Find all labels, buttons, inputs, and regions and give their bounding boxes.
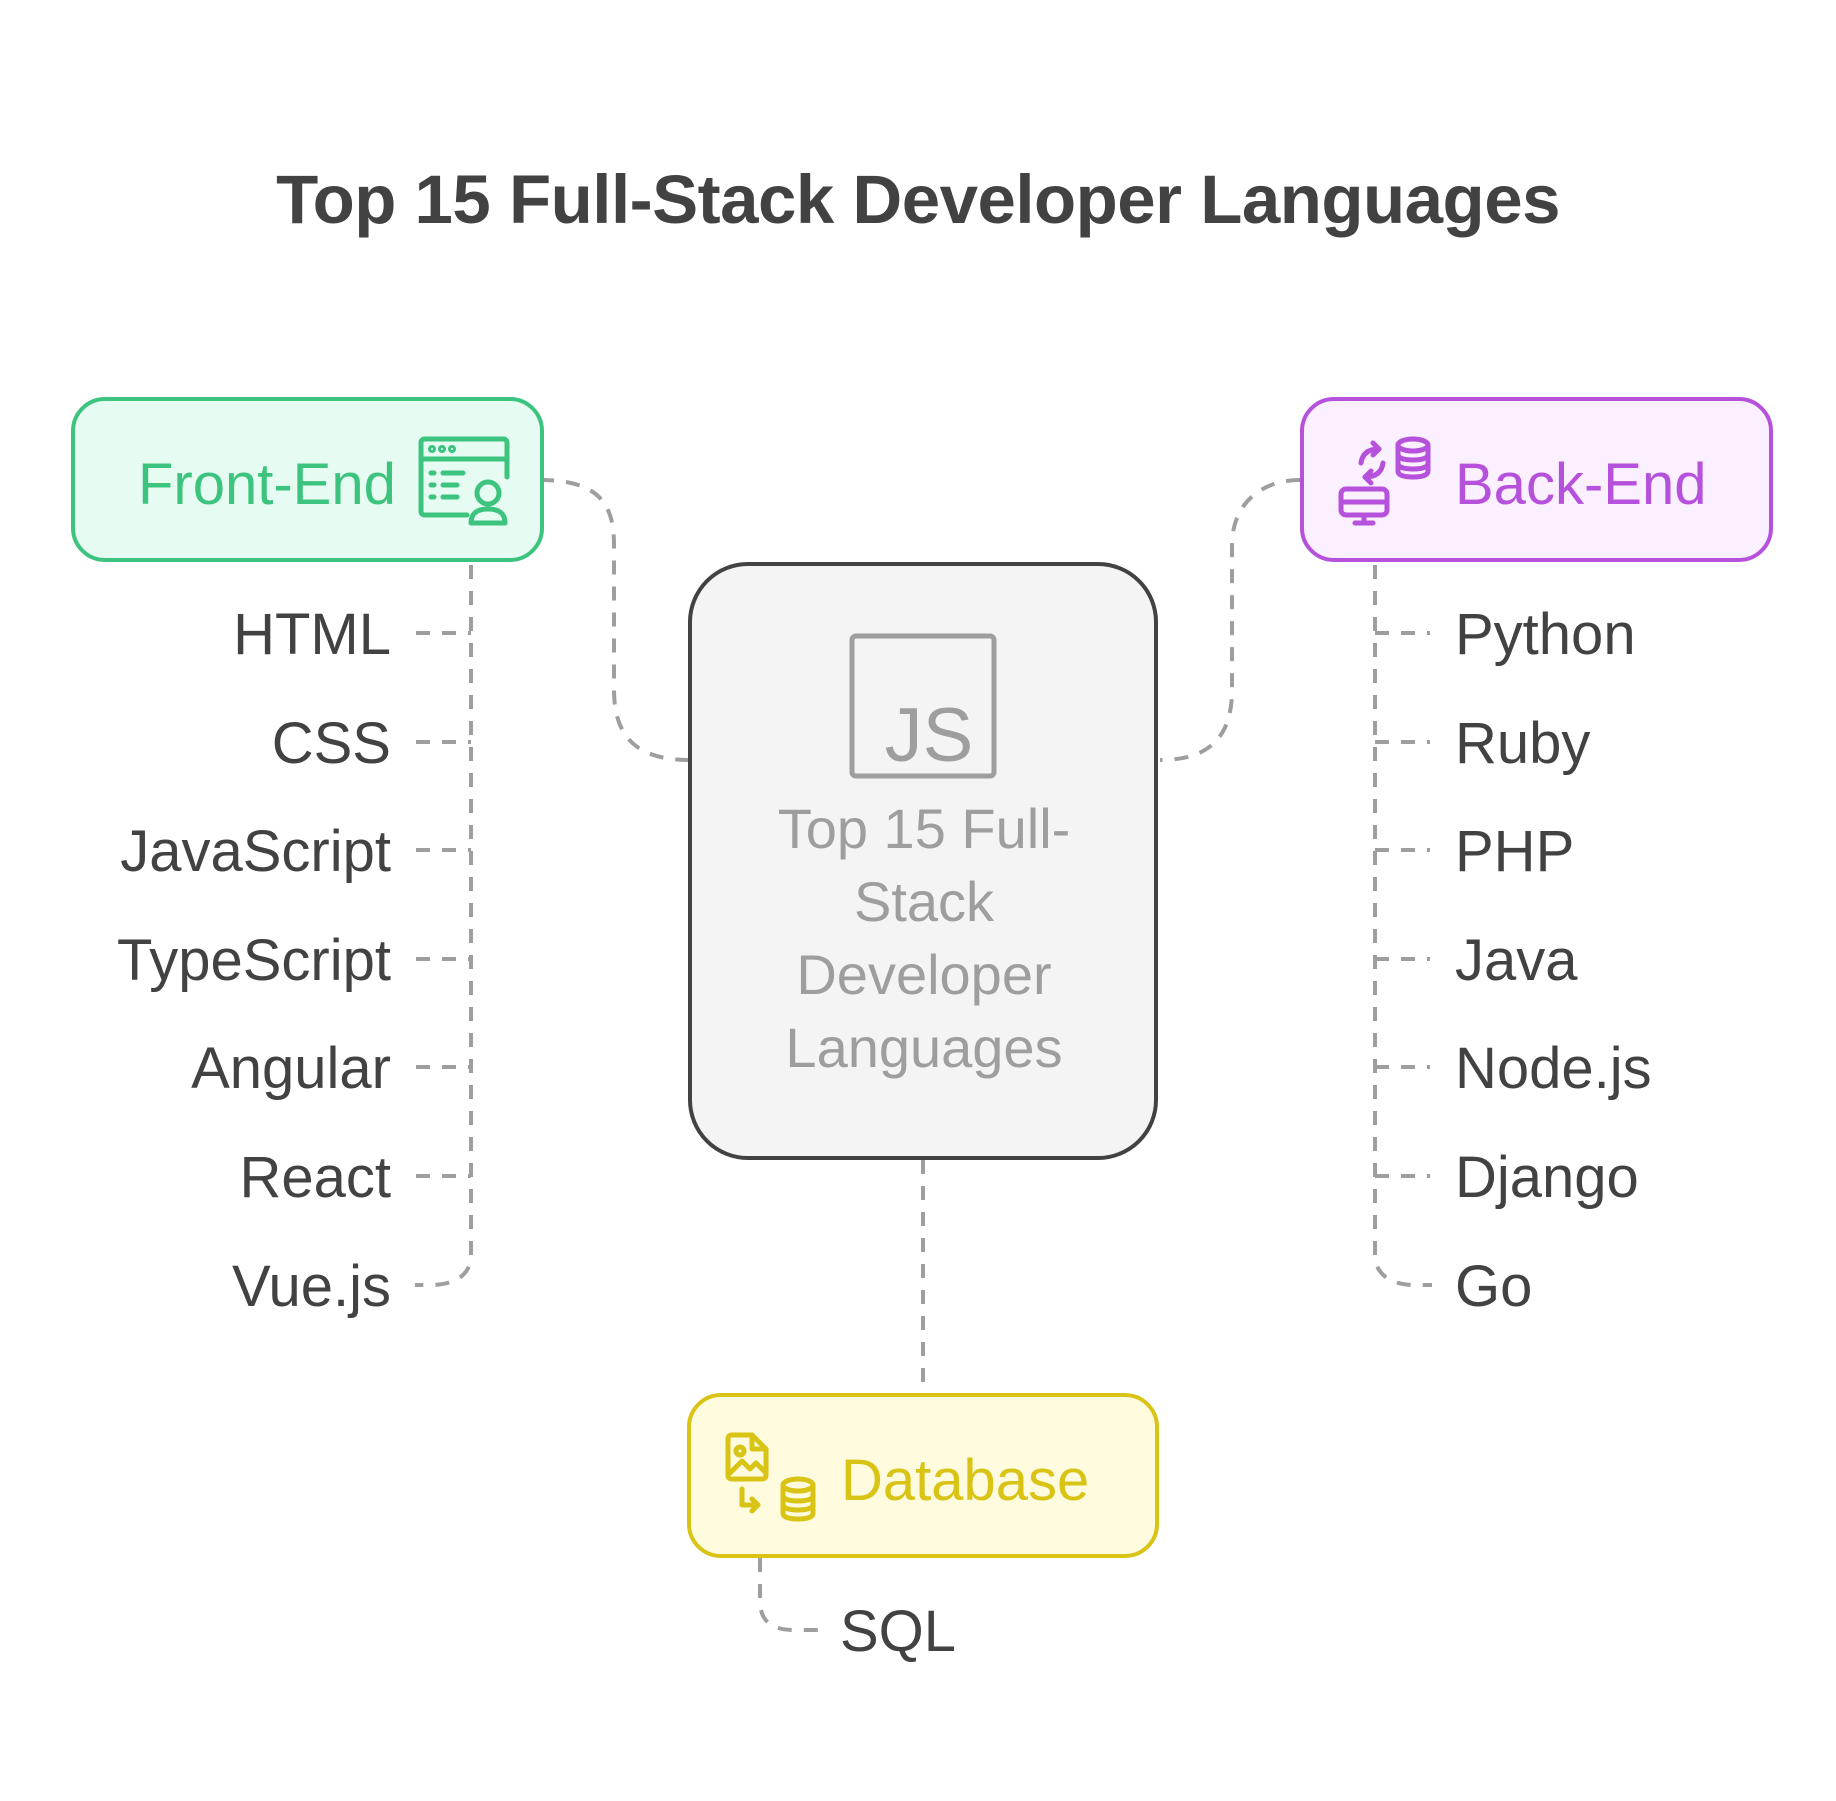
backend-item-ruby: Ruby <box>1455 711 1591 776</box>
frontend-item-angular: Angular <box>191 1036 391 1101</box>
js-file-icon: JS <box>849 633 997 779</box>
center-label-line: Stack <box>853 870 995 933</box>
frontend-item-css: CSS <box>271 711 391 776</box>
backend-label: Back-End <box>1455 452 1707 517</box>
frontend-item-javascript: JavaScript <box>120 819 391 884</box>
server-sync-icon <box>1338 436 1431 526</box>
database-transfer-icon <box>725 1432 816 1522</box>
center-label: Top 15 Full- Stack Developer Languages <box>690 792 1158 1084</box>
connector-frontend-branches <box>416 631 471 1178</box>
database-label: Database <box>841 1448 1090 1513</box>
js-icon-text: JS <box>885 693 974 778</box>
center-label-line: Languages <box>785 1016 1063 1079</box>
backend-item-java: Java <box>1455 928 1578 993</box>
frontend-box: Front-End <box>71 397 544 562</box>
center-box <box>688 562 1158 1160</box>
backend-item-nodejs: Node.js <box>1455 1036 1652 1101</box>
center-label-line: Top 15 Full- <box>777 797 1071 860</box>
browser-user-icon <box>418 436 510 526</box>
backend-item-python: Python <box>1455 602 1636 667</box>
frontend-label: Front-End <box>138 452 396 517</box>
connector-frontend-center <box>539 478 691 762</box>
backend-item-php: PHP <box>1455 819 1575 884</box>
frontend-item-react: React <box>239 1145 391 1210</box>
backend-item-django: Django <box>1455 1145 1639 1210</box>
connector-backend-branches <box>1375 631 1430 1178</box>
database-item-sql: SQL <box>840 1599 957 1664</box>
center-label-line: Developer <box>796 943 1052 1006</box>
frontend-item-html: HTML <box>233 602 391 667</box>
frontend-item-vuejs: Vue.js <box>231 1254 391 1319</box>
backend-box: Back-End <box>1300 397 1773 562</box>
connector-backend-center <box>1159 478 1301 762</box>
diagram-title: Top 15 Full-Stack Developer Languages <box>276 161 1560 238</box>
database-box: Database <box>687 1393 1159 1558</box>
connector-database-sql <box>758 1558 820 1632</box>
backend-item-go: Go <box>1455 1254 1533 1319</box>
frontend-item-typescript: TypeScript <box>117 928 391 993</box>
